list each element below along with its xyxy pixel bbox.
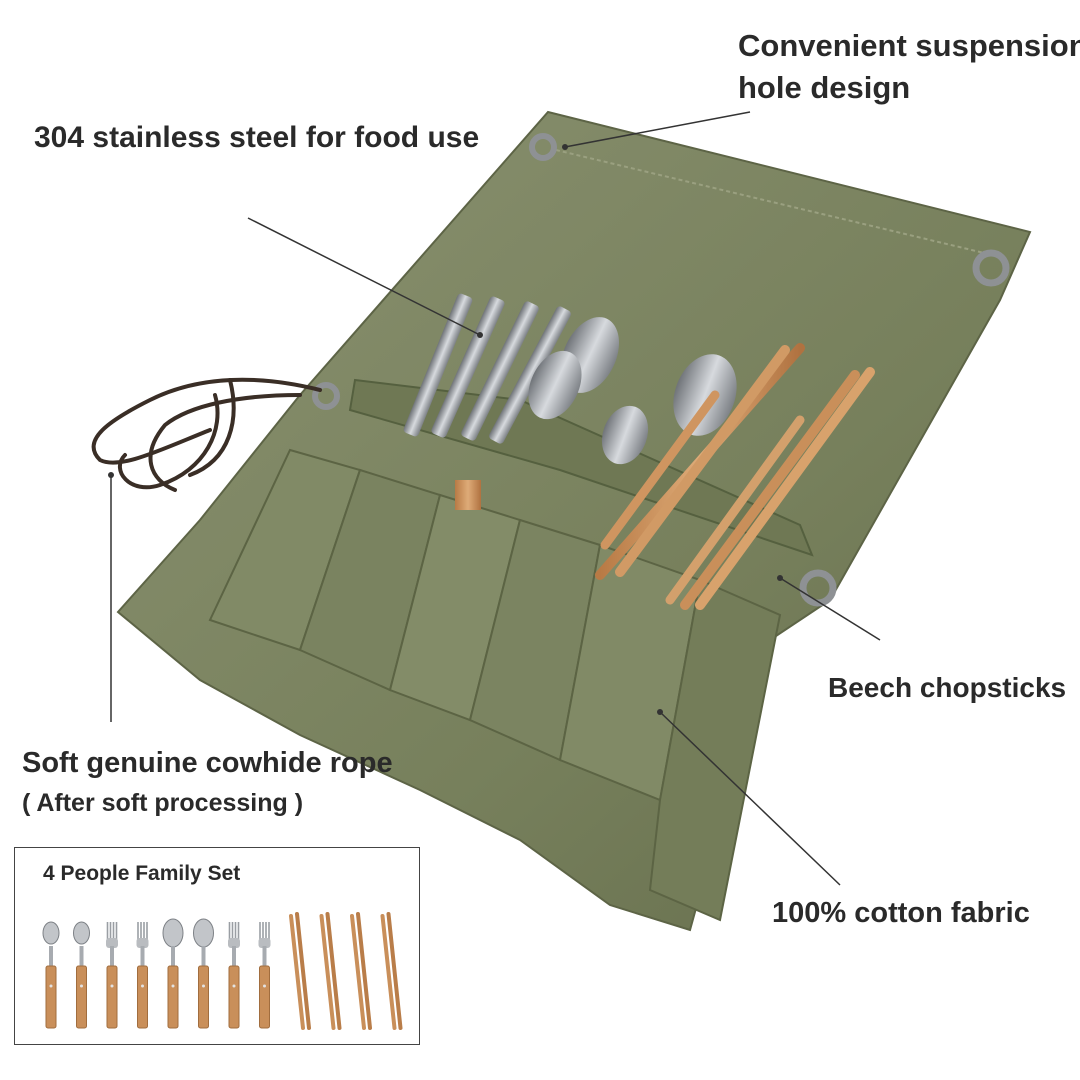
inset-chopsticks-icon xyxy=(350,912,372,1030)
inset-spoon-icon xyxy=(73,921,90,1029)
callout-rope-line2: ( After soft processing ) xyxy=(22,789,304,817)
inset-spoon-icon xyxy=(42,921,60,1029)
callout-dots xyxy=(108,144,783,715)
callout-suspension-hole-line1: Convenient suspension xyxy=(738,28,1080,63)
inset-title: 4 People Family Set xyxy=(43,862,241,885)
inset-chopsticks-icon xyxy=(319,912,342,1030)
cowhide-rope xyxy=(91,377,322,492)
grommets xyxy=(312,133,1010,607)
callout-chopsticks: Beech chopsticks xyxy=(828,672,1067,703)
inset-soup-spoon-icon xyxy=(193,918,214,1029)
inset-fork-icon xyxy=(258,922,271,1029)
canvas-roll xyxy=(116,110,1032,932)
callout-suspension-hole-line2: hole design xyxy=(738,70,911,105)
callout-leader-lines xyxy=(110,111,881,886)
inset-fork-icon xyxy=(136,922,149,1029)
inset-fork-icon xyxy=(106,922,118,1029)
family-set-inset: 4 People Family Set xyxy=(14,847,420,1045)
inset-fork-icon xyxy=(228,922,240,1029)
inset-chopsticks-icon xyxy=(380,912,403,1030)
inset-soup-spoon-icon xyxy=(162,918,184,1029)
callout-rope-line1: Soft genuine cowhide rope xyxy=(22,747,393,779)
inset-chopsticks-icon xyxy=(289,912,311,1030)
inset-cutlery-row xyxy=(42,912,403,1030)
steel-cutlery xyxy=(403,293,737,510)
beech-chopsticks xyxy=(595,343,875,610)
callout-fabric: 100% cotton fabric xyxy=(772,897,1030,929)
callout-stainless-steel: 304 stainless steel for food use xyxy=(34,121,480,154)
